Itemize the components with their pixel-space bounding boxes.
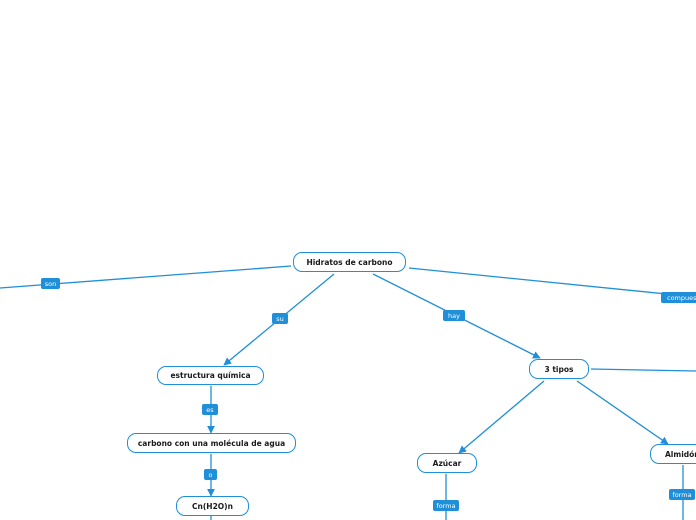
node-almidon[interactable]: Almidón	[650, 444, 696, 464]
label-compuestos: compuestos	[661, 292, 696, 303]
label-o: o	[204, 469, 217, 480]
label-hay: hay	[443, 310, 465, 321]
node-3-tipos[interactable]: 3 tipos	[529, 359, 589, 379]
connector-tipos-right	[590, 368, 696, 372]
node-hidratos-de-carbono[interactable]: Hidratos de carbono	[293, 252, 406, 272]
connector-tipos-azucar	[458, 380, 545, 454]
label-su: su	[272, 313, 288, 324]
connector-tipos-almidon	[576, 380, 669, 445]
label-forma-almidon: forma	[669, 489, 695, 500]
label-forma-azucar: forma	[433, 500, 459, 511]
node-formula[interactable]: Cn(H2O)n	[176, 496, 249, 516]
label-son: son	[41, 278, 60, 289]
connector-root-right	[408, 267, 696, 298]
node-carbono-molecula-agua[interactable]: carbono con una molécula de agua	[127, 433, 296, 453]
node-estructura-quimica[interactable]: estructura química	[157, 366, 264, 385]
label-es: es	[202, 404, 218, 415]
node-azucar[interactable]: Azúcar	[417, 453, 477, 473]
